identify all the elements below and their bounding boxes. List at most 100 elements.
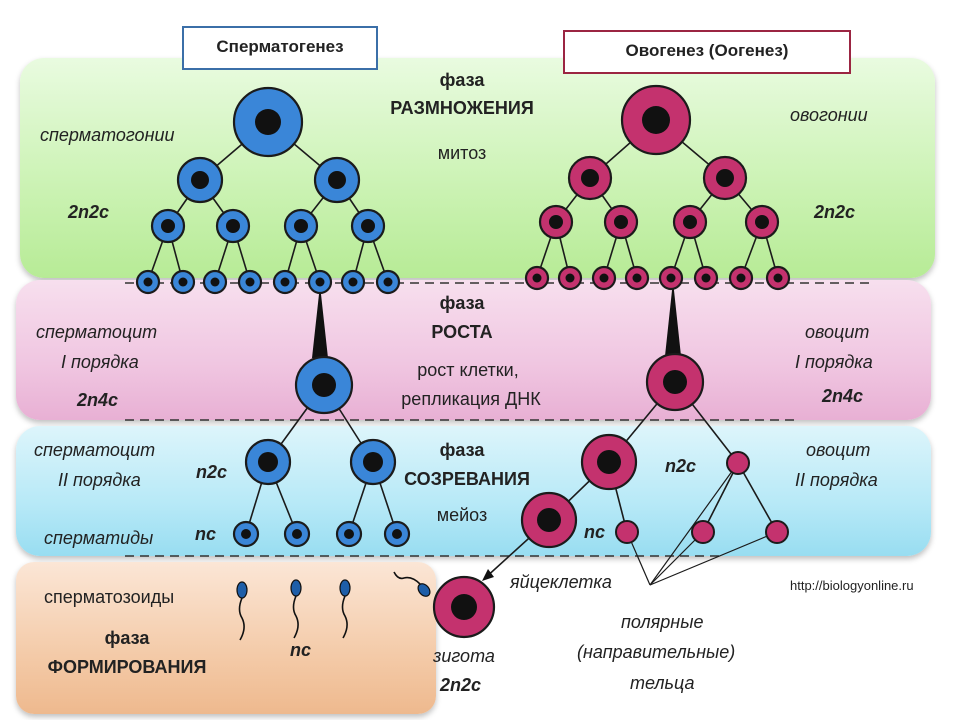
spermatogonium-cell-nucleus (161, 219, 175, 233)
oogonium-cell-nucleus (632, 273, 642, 283)
oocyte1-label-line2: I порядка (795, 352, 873, 372)
spermatid-cell-nucleus (292, 529, 302, 539)
oogonia-ploidy: 2n2c (814, 202, 856, 222)
spermatid-cell-nucleus (241, 529, 251, 539)
spermatogonium-cell-nucleus (280, 277, 290, 287)
oogonium-cell-nucleus (581, 169, 599, 187)
polar-bodies-line2: (направительные) (577, 642, 736, 662)
phase-name-growth: РОСТА (431, 322, 493, 342)
spermatids-label: сперматиды (44, 528, 154, 548)
spermatocyte1-ploidy: 2n4c (77, 390, 119, 410)
zygote-ploidy: 2n2c (440, 675, 482, 695)
spermatogonia-label: сперматогонии (40, 125, 175, 145)
sperm-cell-tail (292, 595, 299, 639)
phase-word-maturation: фаза (439, 440, 485, 460)
oocyte2-label-line1: овоцит (806, 440, 871, 460)
formation-phase-band (16, 562, 436, 714)
process-mitosis: митоз (437, 143, 487, 163)
oogonium-cell-nucleus (532, 273, 542, 283)
spermatogonium-cell-nucleus (328, 171, 346, 189)
oogonium-cell-nucleus (599, 273, 609, 283)
oogenesis-title: Овогенез (Оогенез) (563, 30, 851, 74)
oogonium-cell-nucleus (683, 215, 697, 229)
fertilization-arrowhead (482, 569, 494, 581)
oocyte2-label-line2: II порядка (795, 470, 878, 490)
polar-body (765, 520, 789, 544)
polar-bodies-line1: полярные (621, 612, 704, 632)
polar-body (726, 451, 750, 475)
phase-word-growth: фаза (439, 293, 485, 313)
spermatocyte-2-cell-nucleus (258, 452, 278, 472)
polar-body-pointer (649, 531, 704, 586)
spermatozoa-label: сперматозоиды (44, 587, 175, 607)
sperm-cell-head (290, 579, 302, 597)
spermatogonium-cell-nucleus (255, 109, 281, 135)
polar-body (691, 520, 715, 544)
sperm-cell-tail (393, 571, 421, 585)
spermatogonium-cell-nucleus (191, 171, 209, 189)
connector-line (702, 462, 739, 533)
oogonium-cell-nucleus (666, 273, 676, 283)
phase-name-formation: ФОРМИРОВАНИЯ (47, 657, 207, 677)
spermatocyte2-label-line2: II порядка (58, 470, 141, 490)
phase-word-multiplication: фаза (439, 70, 485, 90)
oogonium-cell-nucleus (642, 106, 670, 134)
oogonium-cell-nucleus (716, 169, 734, 187)
polar-body (615, 520, 639, 544)
spermatogonium-cell-nucleus (348, 277, 358, 287)
oogonium-cell-nucleus (701, 273, 711, 283)
sperm-cell-tail (238, 597, 245, 641)
zygote-cell-nucleus (451, 594, 477, 620)
spermatogonium-cell-nucleus (245, 277, 255, 287)
spermatocyte-2-cell-nucleus (363, 452, 383, 472)
polar-bodies-line3: тельца (630, 673, 695, 693)
phase-name-multiplication: РАЗМНОЖЕНИЯ (390, 98, 534, 118)
spermatocyte2-ploidy: n2c (196, 462, 228, 482)
spermatocyte1-label-line1: сперматоцит (36, 322, 158, 342)
source-url: http://biologyonline.ru (790, 578, 914, 593)
oocyte2-ploidy: n2c (665, 456, 697, 476)
egg-label: яйцеклетка (510, 572, 612, 592)
process-growth-line1: рост клетки, (417, 360, 519, 380)
oogonia-label: овогонии (790, 105, 868, 125)
oocyte-1-cell-nucleus (663, 370, 687, 394)
sperm-cell-head (236, 581, 248, 599)
oogonium-cell-nucleus (614, 215, 628, 229)
oogonium-cell-nucleus (773, 273, 783, 283)
sperm-cell-tail (341, 595, 348, 639)
process-meiosis: мейоз (436, 505, 488, 525)
polar-body-pointer (649, 531, 778, 586)
spermatids-ploidy: nc (195, 524, 217, 544)
process-growth-line2: репликация ДНК (401, 389, 541, 409)
spermatozoa-ploidy: nc (290, 640, 312, 660)
phase-word-formation: фаза (104, 628, 150, 648)
oocyte-2-cell-nucleus (597, 450, 621, 474)
spermatid-cell-nucleus (344, 529, 354, 539)
spermatocyte2-label-line1: сперматоцит (34, 440, 156, 460)
spermatogonium-cell-nucleus (226, 219, 240, 233)
polar-body-pointer (649, 462, 739, 586)
growth-phase-band (16, 280, 931, 420)
spermatogonia-ploidy: 2n2c (68, 202, 110, 222)
spermatogonium-cell-nucleus (294, 219, 308, 233)
connector-line (737, 462, 778, 533)
phase-name-maturation: СОЗРЕВАНИЯ (404, 469, 530, 489)
spermatogonium-cell-nucleus (383, 277, 393, 287)
spermatogonium-cell-nucleus (178, 277, 188, 287)
spermatogonium-cell-nucleus (210, 277, 220, 287)
spermatogenesis-title: Сперматогенез (182, 26, 378, 70)
oogonium-cell-nucleus (565, 273, 575, 283)
growth-arrow (665, 281, 681, 356)
sperm-cell-head (339, 579, 351, 597)
spermatid-cell-nucleus (392, 529, 402, 539)
spermatogonium-cell-nucleus (361, 219, 375, 233)
oogonium-cell-nucleus (736, 273, 746, 283)
oocyte1-ploidy: 2n4c (822, 386, 864, 406)
spermatogonium-cell-nucleus (143, 277, 153, 287)
sperm-cell-head (417, 583, 431, 597)
spermatogonium-cell-nucleus (315, 277, 325, 287)
spermatocyte1-label-line2: I порядка (61, 352, 139, 372)
ootid-cell-nucleus (537, 508, 561, 532)
